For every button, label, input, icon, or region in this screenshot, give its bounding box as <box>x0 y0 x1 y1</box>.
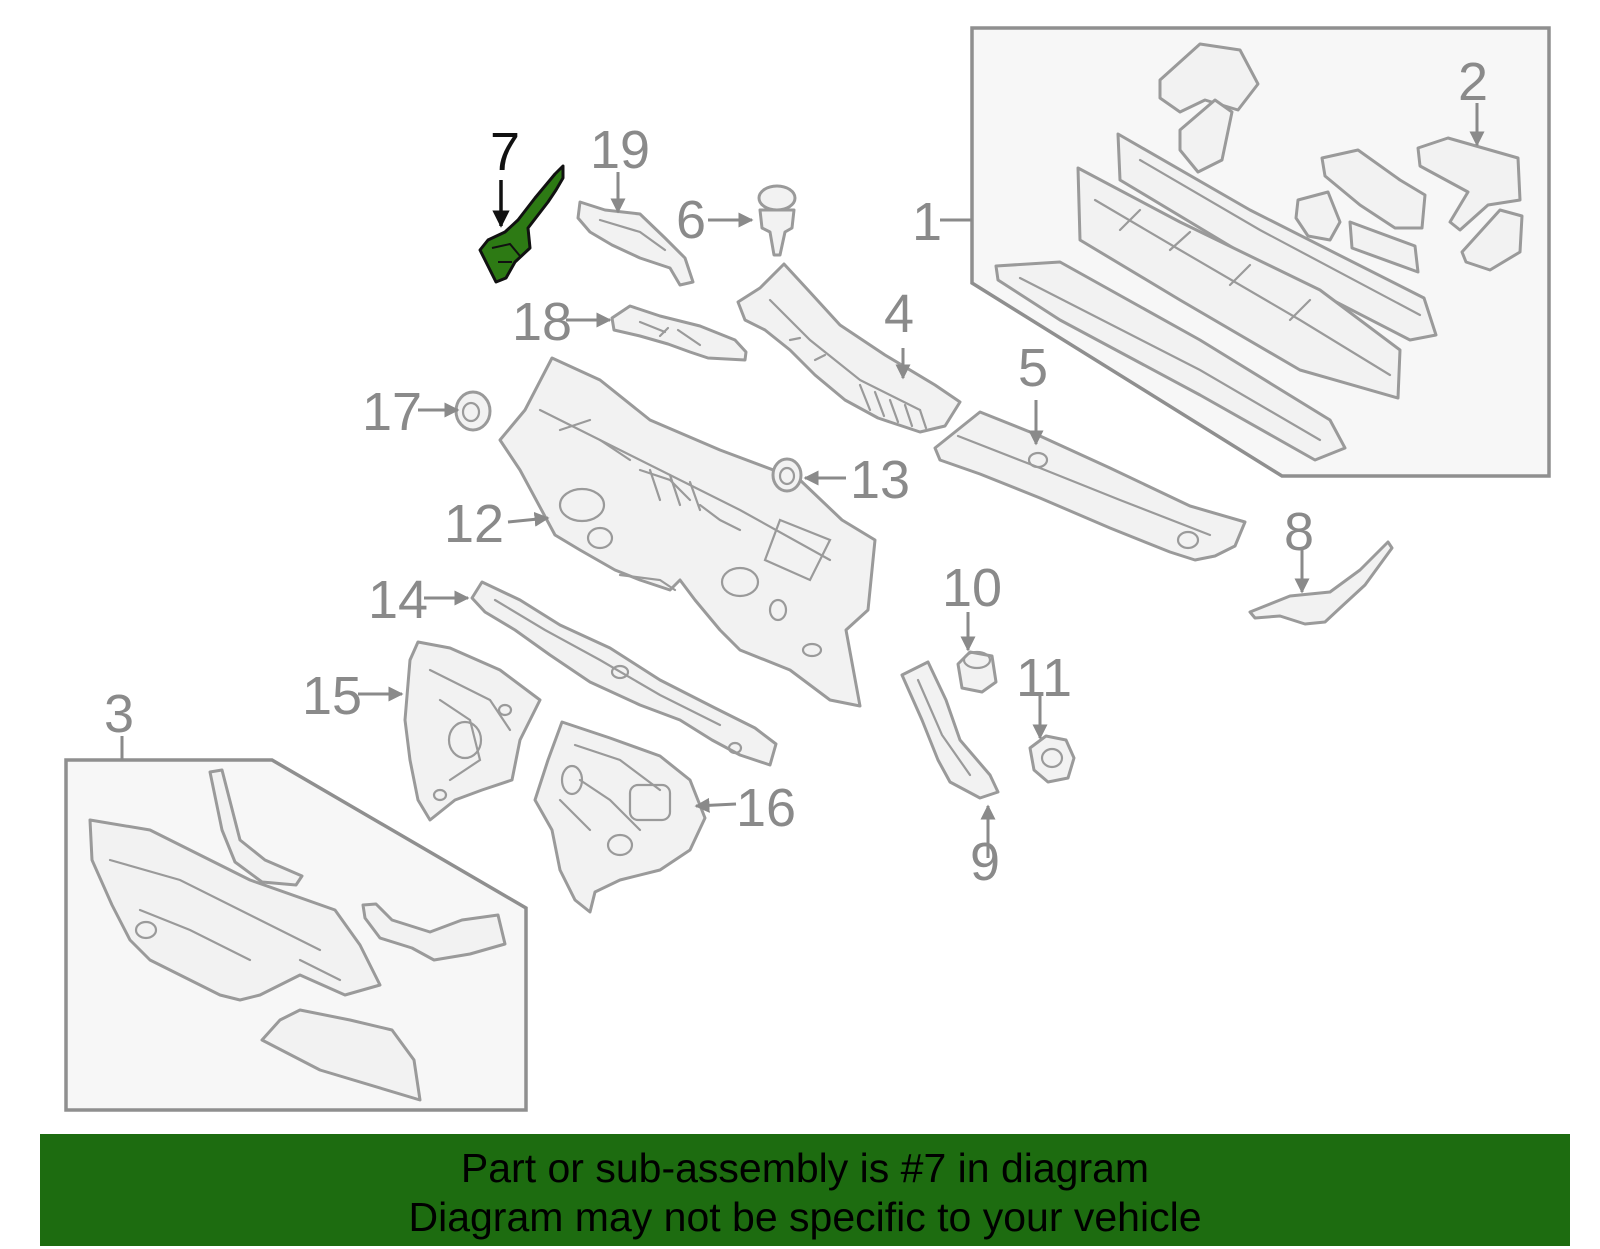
callout-19: 19 <box>590 120 650 180</box>
part-15: 15 <box>302 640 542 822</box>
callout-4: 4 <box>884 284 914 344</box>
part-17: 17 <box>362 382 492 442</box>
callout-16: 16 <box>736 778 796 838</box>
part-4: 4 <box>736 262 962 434</box>
part-12: 12 <box>444 356 877 708</box>
part-19: 19 <box>576 120 695 287</box>
callout-5: 5 <box>1018 338 1048 398</box>
part-10: 10 <box>942 558 1002 694</box>
callout-11: 11 <box>1016 648 1072 708</box>
info-banner: Part or sub-assembly is #7 in diagram Di… <box>40 1134 1570 1246</box>
part-11: 11 <box>1016 648 1076 784</box>
callout-14: 14 <box>368 570 428 630</box>
part-6: 6 <box>676 184 797 257</box>
callout-17: 17 <box>362 382 422 442</box>
callout-2: 2 <box>1458 52 1488 112</box>
callout-9: 9 <box>970 832 1000 892</box>
callout-13: 13 <box>850 450 910 510</box>
part-14: 14 <box>368 570 778 767</box>
banner-line-1: Part or sub-assembly is #7 in diagram <box>460 1145 1150 1191</box>
part-8: 8 <box>1248 502 1394 626</box>
callout-6: 6 <box>676 190 706 250</box>
callout-10: 10 <box>942 558 1002 618</box>
callout-12: 12 <box>444 494 504 554</box>
assembly-3-box: 3 <box>64 684 528 1112</box>
callout-7: 7 <box>490 122 520 182</box>
callout-15: 15 <box>302 666 362 726</box>
callout-1: 1 <box>912 192 942 252</box>
assembly-1-box: 2 <box>970 26 1551 478</box>
callout-8: 8 <box>1284 502 1314 562</box>
callout-3: 3 <box>104 684 134 744</box>
banner-line-2: Diagram may not be specific to your vehi… <box>408 1194 1202 1240</box>
callout-18: 18 <box>512 292 572 352</box>
part-18: 18 <box>512 292 748 362</box>
part-9: 9 <box>900 660 1000 892</box>
part-16: 16 <box>533 720 796 914</box>
part-13: 13 <box>771 450 910 510</box>
part-7-highlighted[interactable]: 7 <box>478 122 565 284</box>
part-5: 5 <box>933 338 1247 562</box>
